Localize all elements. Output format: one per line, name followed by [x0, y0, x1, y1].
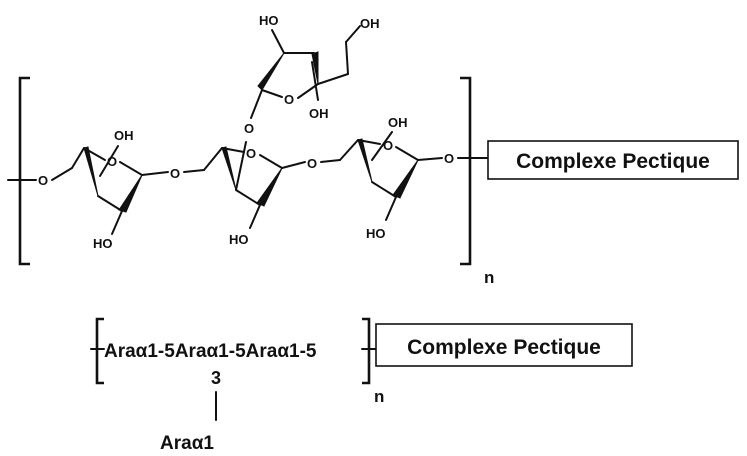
wedge-bond — [221, 146, 237, 191]
oh-bond — [111, 210, 123, 235]
bond — [183, 169, 205, 173]
formula-main-chain: Araα1-5Araα1-5Araα1-5 — [104, 341, 317, 362]
hydroxyl-branch-bottom: OH — [309, 106, 329, 121]
wedge-bond — [257, 52, 285, 91]
oh-bond — [99, 145, 119, 177]
bond — [417, 157, 443, 161]
wedge-bond — [118, 174, 143, 213]
bold-bond — [97, 195, 123, 212]
oh-bond — [371, 131, 393, 161]
linkage-oxygen-branch: O — [244, 121, 254, 136]
furanose-ring-branch: O HO OH OH — [257, 13, 380, 121]
oh-bond — [271, 29, 285, 54]
ring-bond — [297, 83, 319, 99]
formula-subscript-n: n — [374, 387, 384, 406]
bond — [345, 25, 361, 43]
bond — [250, 89, 263, 119]
bond — [317, 73, 349, 85]
formula-bracket-right — [362, 317, 371, 385]
ring-bond — [395, 146, 419, 161]
ring-bond — [261, 89, 283, 98]
pectic-complex-label-top: Complexe Pectique — [516, 150, 710, 173]
linkage-oxygen-1: O — [38, 173, 48, 188]
ring-bond — [259, 154, 283, 169]
bond — [141, 171, 169, 176]
wedge-bond — [392, 159, 419, 199]
hydroxyl-branch-ch2oh: OH — [360, 16, 380, 31]
bold-bond — [371, 181, 397, 198]
wedge-bond — [256, 167, 283, 207]
furanose-ring-2: O HO O — [221, 89, 283, 247]
linkage-oxygen-4: O — [444, 151, 454, 166]
ring-oxygen-2: O — [246, 146, 256, 161]
furanose-ring-1: O OH HO — [83, 128, 143, 251]
bold-bond — [235, 189, 261, 206]
furanose-ring-3: O OH HO — [357, 115, 419, 241]
formula-branch-position: 3 — [211, 368, 221, 388]
formula-branch-residue: Araα1 — [160, 433, 214, 454]
ring-oxygen-1: O — [107, 154, 117, 169]
oh-bond — [311, 61, 319, 101]
hydroxyl-ring-1-top: OH — [114, 128, 134, 143]
bond — [203, 147, 223, 171]
bond — [320, 159, 341, 163]
wedge-bond — [83, 146, 99, 197]
bond — [51, 167, 73, 181]
hydroxyl-ring-3-top: OH — [388, 115, 408, 130]
bond — [345, 41, 349, 75]
bond — [235, 141, 247, 191]
ring-bond — [119, 161, 143, 176]
pectic-complex-label-bottom: Complexe Pectique — [407, 336, 601, 359]
linkage-oxygen-2: O — [170, 166, 180, 181]
repeat-subscript-n: n — [484, 268, 494, 287]
bond — [281, 161, 306, 169]
wedge-bond — [357, 138, 373, 183]
oh-bond — [249, 204, 261, 229]
hydroxyl-branch-top: HO — [259, 13, 279, 28]
linkage-oxygen-3: O — [307, 156, 317, 171]
pectic-complex-box-top — [487, 140, 739, 180]
hydroxyl-ring-3-bottom: HO — [366, 226, 386, 241]
hydroxyl-ring-1-bottom: HO — [93, 236, 113, 251]
ring-oxygen-branch: O — [284, 92, 294, 107]
ring-oxygen-3: O — [383, 138, 393, 153]
bond — [71, 147, 85, 169]
repeat-bracket-left — [18, 76, 30, 266]
oh-bond — [385, 196, 397, 221]
pectic-complex-box-bottom — [375, 323, 633, 367]
bond — [339, 139, 359, 161]
formula-bracket-left — [95, 317, 104, 385]
hydroxyl-ring-2-bottom: HO — [229, 232, 249, 247]
repeat-bracket-right — [460, 76, 472, 266]
